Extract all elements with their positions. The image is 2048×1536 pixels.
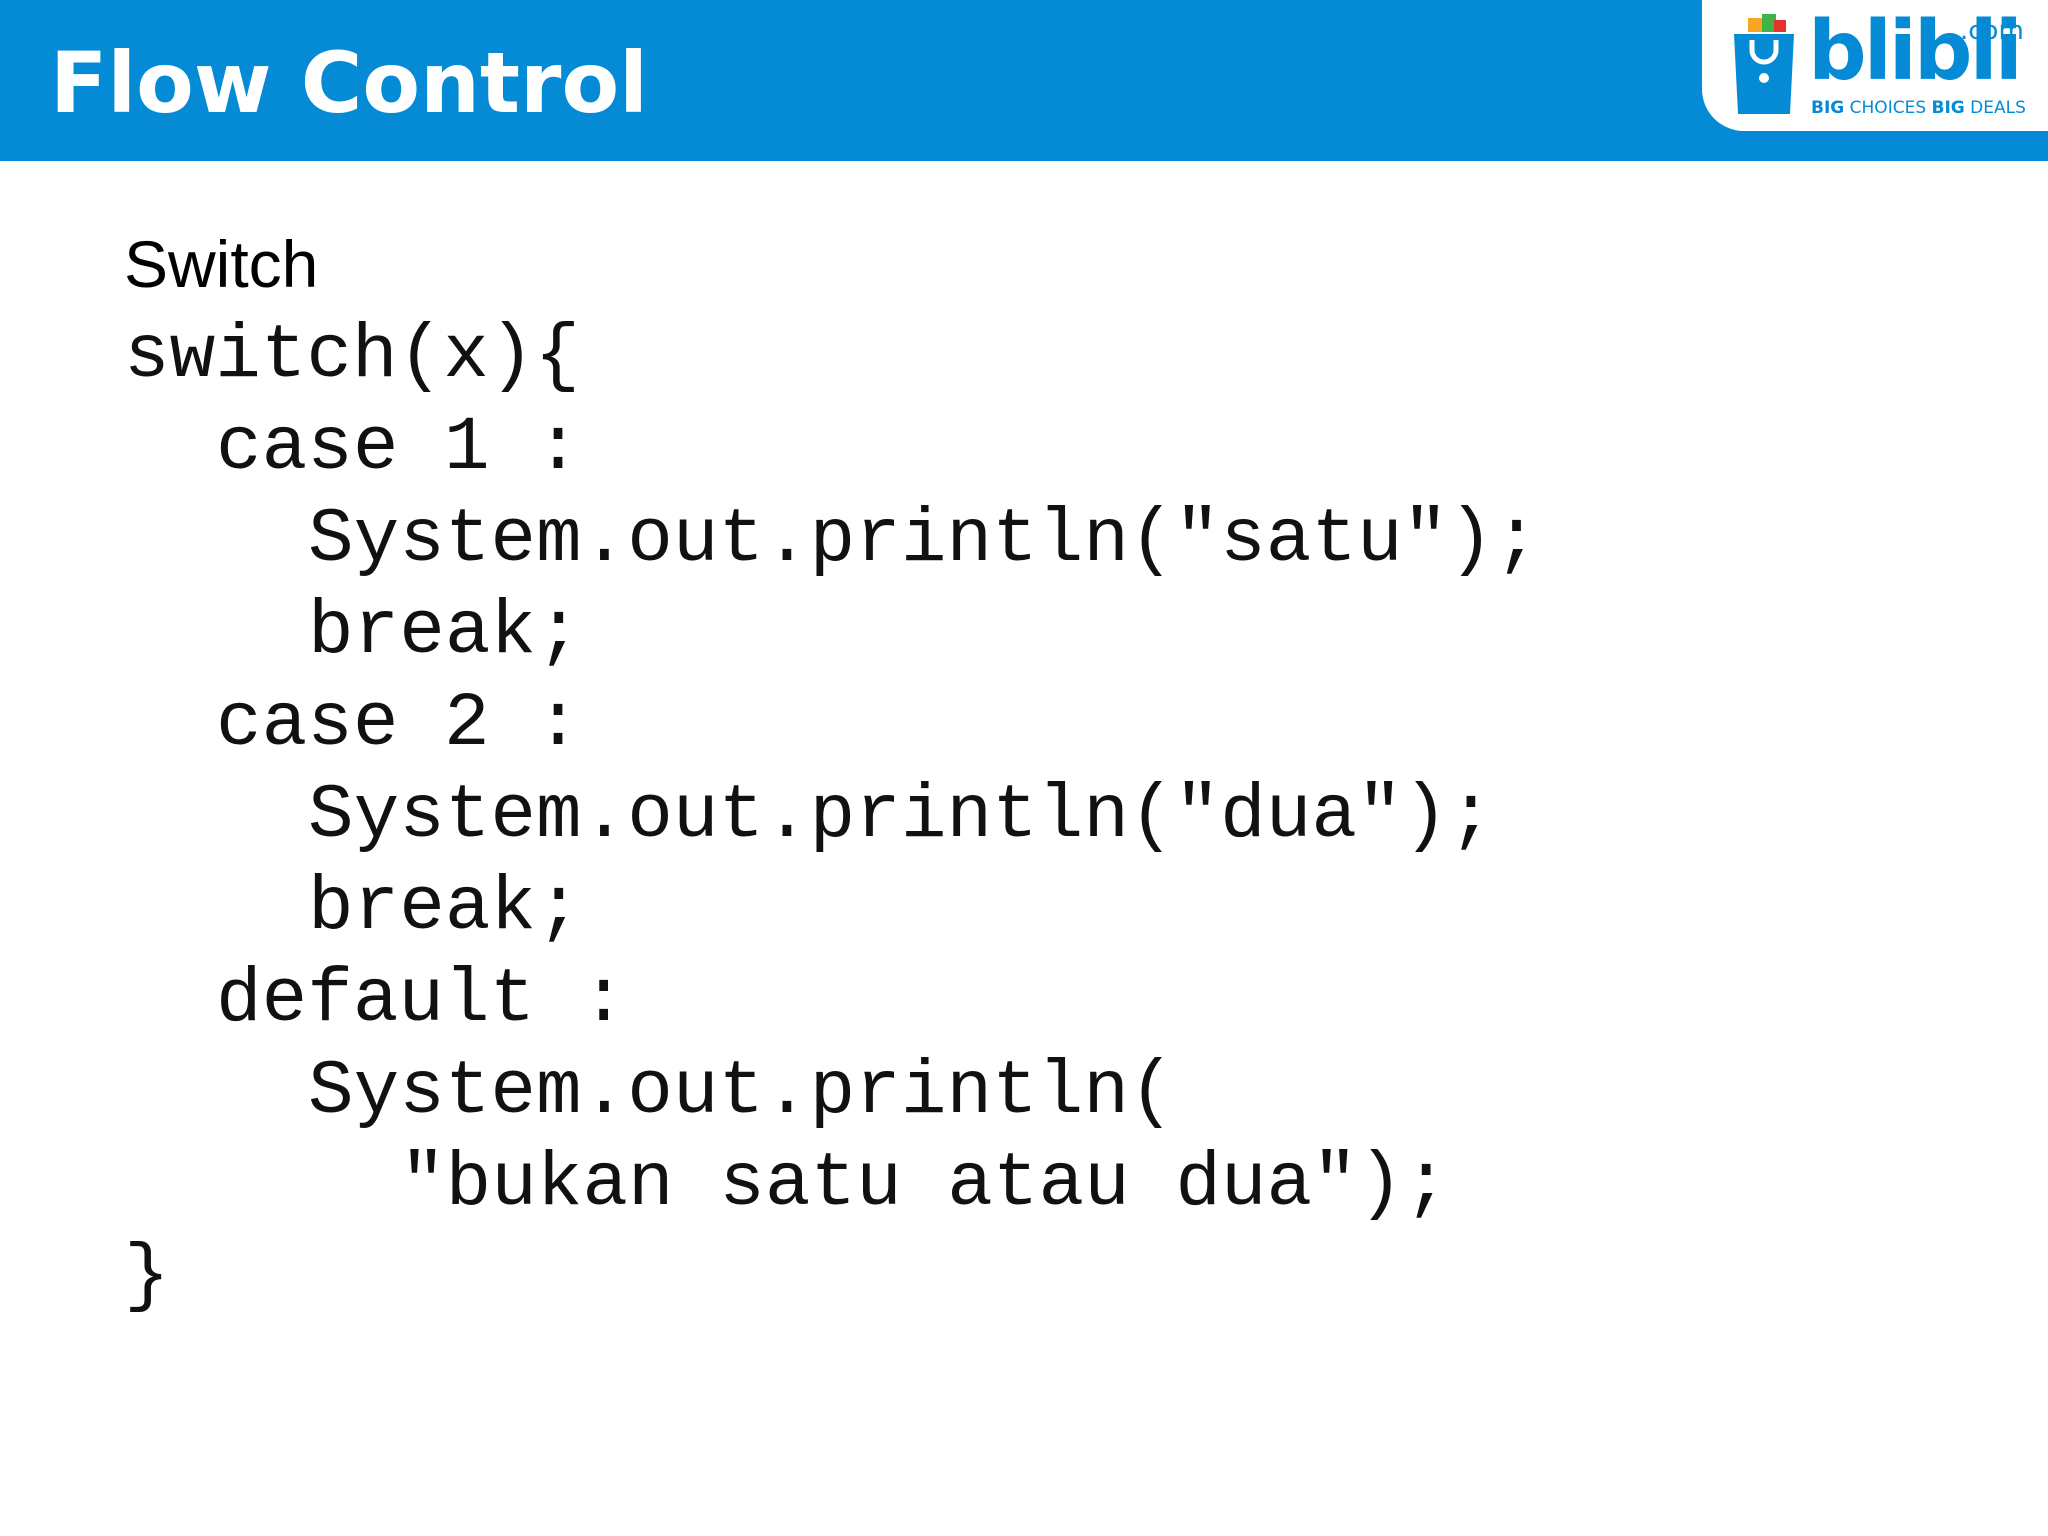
tagline-big-2: BIG — [1931, 98, 1965, 118]
shopping-bag-logo-icon — [1734, 14, 1794, 114]
logo-wordmark: blibli — [1808, 4, 2023, 99]
logo-tagline: BIG CHOICES BIG DEALS — [1811, 97, 2026, 119]
code-line: System.out.println("satu"); — [308, 497, 1540, 583]
code-line: case 2 : — [216, 681, 581, 767]
code-line: } — [124, 1233, 170, 1319]
code-block: switch(x){ case 1 : System.out.println("… — [124, 310, 1539, 1322]
code-line: break; — [308, 865, 582, 951]
code-line: switch(x){ — [124, 313, 581, 399]
tagline-deals: DEALS — [1970, 98, 2026, 118]
code-line: case 1 : — [216, 405, 581, 491]
section-heading: Switch — [124, 227, 319, 301]
code-line: System.out.println( — [308, 1049, 1175, 1135]
logo-domain-suffix: .com — [1960, 16, 2024, 46]
logo-tab-corner — [2010, 131, 2048, 161]
code-line: "bukan satu atau dua"); — [400, 1141, 1449, 1227]
code-line: break; — [308, 589, 582, 675]
tagline-choices: CHOICES — [1849, 98, 1927, 118]
slide-title: Flow Control — [50, 34, 648, 132]
code-line: default : — [216, 957, 627, 1043]
code-line: System.out.println("dua"); — [308, 773, 1494, 859]
tagline-big-1: BIG — [1811, 98, 1845, 118]
